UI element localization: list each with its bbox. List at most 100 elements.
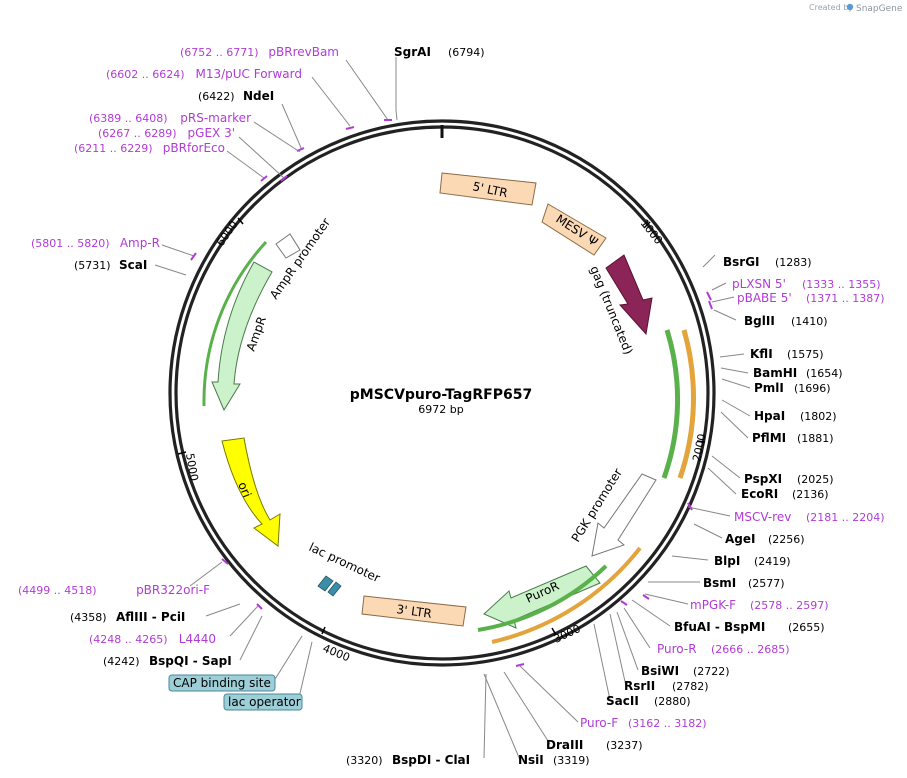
primer-puro-f: Puro-F xyxy=(580,716,618,730)
leader-pgex xyxy=(238,136,285,179)
leader-kfli xyxy=(719,353,745,358)
enzyme-pflmi: PflMI xyxy=(752,431,786,445)
callout-cap-box xyxy=(168,674,276,692)
primer-ampr: Amp-R xyxy=(120,236,160,250)
primer-m13: M13/pUC Forward xyxy=(195,67,302,81)
leader-agei xyxy=(693,523,723,539)
primer-ampr-range: (5801 .. 5820) xyxy=(31,237,110,250)
primer-puro-f-range: (3162 .. 3182) xyxy=(628,717,707,730)
primer-plxsn: pLXSN 5' xyxy=(732,277,786,291)
primer-prs-range: (6389 .. 6408) xyxy=(89,112,168,125)
enzyme-bsrgi-pos: (1283) xyxy=(775,256,812,269)
primer-marker-pbr322ori xyxy=(221,558,229,565)
feature-ampr-promoter[interactable] xyxy=(275,233,301,259)
tick-mark-4000 xyxy=(321,626,326,635)
feature-ampr[interactable] xyxy=(211,261,273,412)
primer-puro-r: Puro-R xyxy=(657,642,697,656)
tick-label-5000: 5000 xyxy=(183,452,201,482)
leader-pspxi xyxy=(711,455,741,479)
tick-mark-6000 xyxy=(237,217,244,225)
enzyme-agei: AgeI xyxy=(725,532,755,546)
feature-5ltr[interactable] xyxy=(439,172,537,206)
primer-marker-puro-r xyxy=(620,600,628,606)
primer-markers xyxy=(190,119,713,667)
strand-green-left xyxy=(202,240,268,407)
primer-pbrrevbam-range: (6752 .. 6771) xyxy=(180,46,259,59)
feature-3ltr[interactable] xyxy=(361,595,467,627)
primer-marker-pbrforeco xyxy=(260,175,268,182)
primer-marker-mscv-rev xyxy=(687,502,693,511)
leader-l4440 xyxy=(229,605,259,637)
enzyme-pflmi-pos: (1881) xyxy=(797,432,834,445)
enzyme-ndei-pos: (6422) xyxy=(198,90,235,103)
enzyme-bsrgi: BsrGI xyxy=(723,255,760,269)
leader-bglii xyxy=(713,309,737,321)
enzyme-pspxi-pos: (2025) xyxy=(797,473,834,486)
enzyme-rsrii: RsrII xyxy=(624,679,655,693)
primer-m13-range: (6602 .. 6624) xyxy=(106,68,185,81)
feature-ori[interactable] xyxy=(221,437,281,547)
feature-3ltr-label: 3' LTR xyxy=(396,602,433,621)
enzyme-ndei: NdeI xyxy=(243,89,274,103)
primer-marker-puro-f xyxy=(515,663,525,667)
strand-green-right xyxy=(661,329,681,479)
primer-puro-r-range: (2666 .. 2685) xyxy=(711,643,790,656)
enzyme-bspqi: BspQI - SapI xyxy=(149,654,232,668)
enzyme-bspqi-pos: (4242) xyxy=(103,655,140,668)
leader-m13 xyxy=(311,76,351,127)
tick-mark-1000 xyxy=(643,221,651,229)
leader-ndei xyxy=(281,103,303,151)
primer-pbabe-range: (1371 .. 1387) xyxy=(806,292,885,305)
enzyme-pspxi: PspXI xyxy=(744,472,782,486)
primer-pbrrevbam: pBRrevBam xyxy=(268,45,339,59)
feature-ampr-promoter-label: AmpR promoter xyxy=(267,216,333,302)
callout-lac-operator-label: lac operator xyxy=(228,695,301,709)
primer-l4440-range: (4248 .. 4265) xyxy=(89,633,168,646)
feature-pgk-promoter[interactable] xyxy=(591,473,657,557)
enzyme-draiii-pos: (3237) xyxy=(606,739,643,752)
enzyme-rsrii-pos: (2782) xyxy=(672,680,709,693)
credit: Created by SnapGene xyxy=(809,3,903,14)
enzyme-bspdi-pos: (3320) xyxy=(346,754,383,767)
enzyme-sgrai: SgrAI xyxy=(394,45,431,59)
tick-mark-5000 xyxy=(177,451,187,455)
leader-pbabe xyxy=(711,296,735,303)
callout-cap-label: CAP binding site xyxy=(173,676,271,690)
enzyme-hpai: HpaI xyxy=(754,409,785,423)
leader-aflii xyxy=(205,603,241,617)
enzyme-bfuai: BfuAI - BspMI xyxy=(674,620,765,634)
callout-cap-site[interactable]: CAP binding site xyxy=(168,674,276,692)
enzyme-nsii-pos: (3319) xyxy=(553,754,590,767)
leader-puro-r xyxy=(623,607,651,649)
enzyme-pmli-pos: (1696) xyxy=(794,382,831,395)
primer-marker-pgex xyxy=(280,175,288,182)
primer-pbrforeco-range: (6211 .. 6229) xyxy=(74,142,153,155)
enzyme-bamhi: BamHI xyxy=(753,366,797,380)
primer-mscv-rev: MSCV-rev xyxy=(734,510,791,524)
primer-pbr322ori-range: (4499 .. 4518) xyxy=(18,584,97,597)
enzyme-agei-pos: (2256) xyxy=(768,533,805,546)
enzyme-blpi: BlpI xyxy=(714,554,740,568)
leader-hpai xyxy=(721,399,751,417)
lac-operator-block-1 xyxy=(317,575,334,592)
primer-pgex: pGEX 3' xyxy=(188,126,235,140)
feature-puror[interactable] xyxy=(483,565,601,629)
leader-sacii xyxy=(593,623,611,701)
enzyme-sgrai-pos: (6794) xyxy=(448,46,485,59)
enzyme-bglii: BglII xyxy=(744,314,775,328)
enzyme-kfli: KflI xyxy=(750,347,773,361)
credit-brand: SnapGene xyxy=(856,4,903,14)
enzyme-bamhi-pos: (1654) xyxy=(806,367,843,380)
leader-bsiwi xyxy=(616,611,639,671)
backbone-outer-ring xyxy=(168,119,716,667)
feature-gag-truncated[interactable] xyxy=(605,254,653,336)
enzyme-draiii: DraIII xyxy=(546,738,583,752)
callout-lac-operator[interactable]: lac operator xyxy=(223,693,303,711)
primer-mpgk-range: (2578 .. 2597) xyxy=(750,599,829,612)
feature-mesv-psi[interactable] xyxy=(541,203,607,256)
leader-nsii xyxy=(483,673,521,761)
primer-marker-prs xyxy=(296,147,305,152)
enzyme-ecori-pos: (2136) xyxy=(792,488,829,501)
feature-lac-operator[interactable] xyxy=(317,575,342,597)
